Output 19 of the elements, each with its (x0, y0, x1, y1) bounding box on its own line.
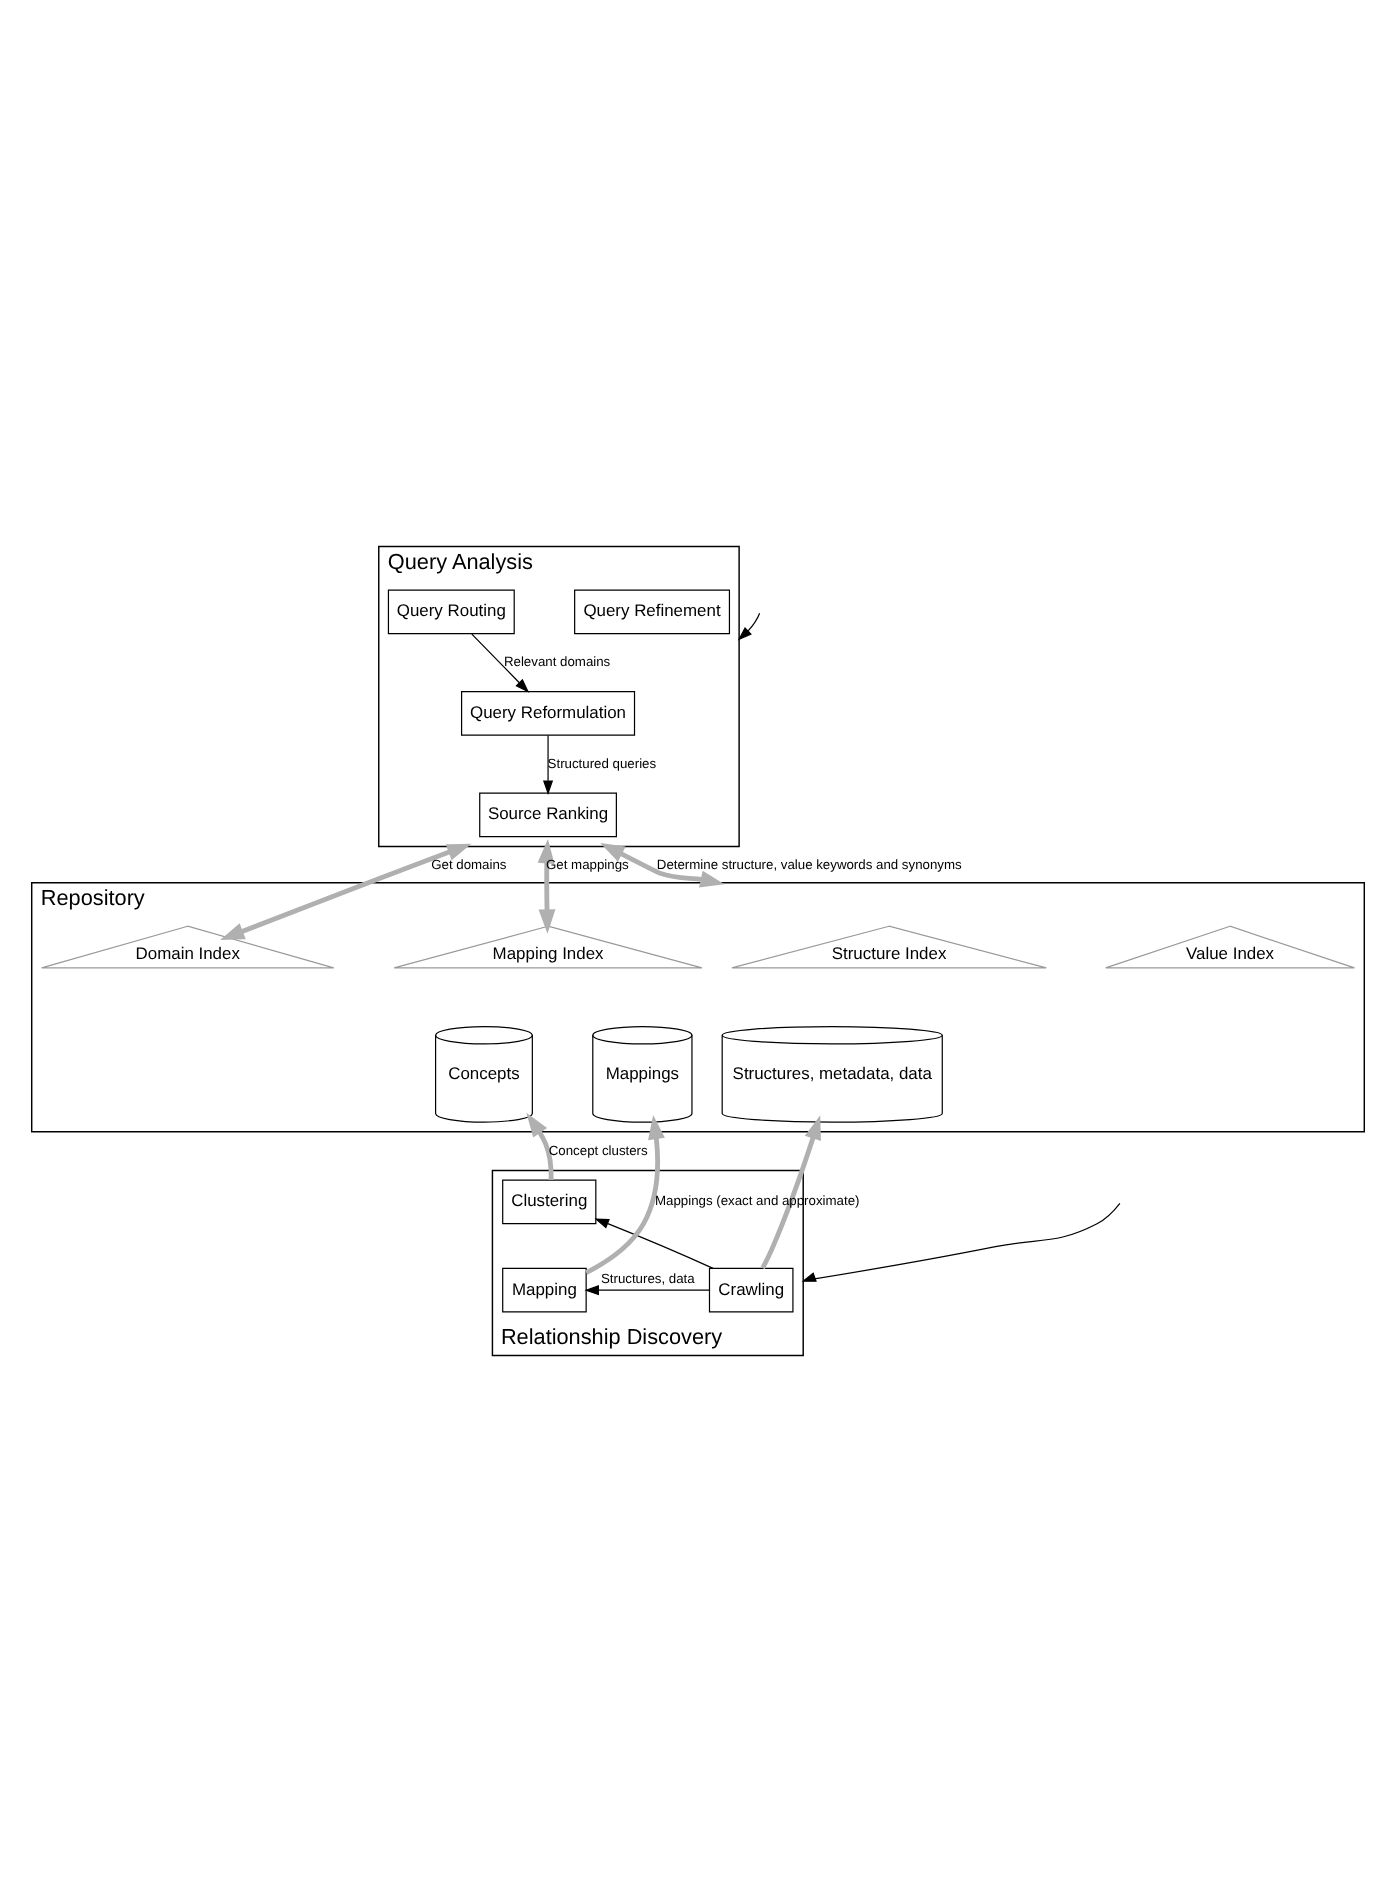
arrow (542, 735, 554, 795)
node-box: Crawling (708, 1267, 794, 1313)
arrow (600, 843, 725, 888)
arrow (584, 1285, 711, 1296)
arrow (594, 1218, 714, 1269)
arrow (801, 1202, 1121, 1282)
node-box: Mapping (502, 1267, 587, 1313)
arrow (537, 839, 556, 934)
arrow (220, 843, 472, 941)
node-box: Query Routing (387, 589, 515, 635)
arrow (526, 1112, 554, 1180)
node-box: Clustering (502, 1179, 597, 1225)
node-box: Source Ranking (479, 792, 617, 838)
arrow (737, 612, 761, 641)
arrow (471, 633, 530, 693)
arrow (585, 1115, 665, 1275)
node-box: Query Reformulation (461, 691, 636, 736)
arrow (760, 1115, 821, 1270)
node-box: Query Refinement (574, 589, 731, 635)
